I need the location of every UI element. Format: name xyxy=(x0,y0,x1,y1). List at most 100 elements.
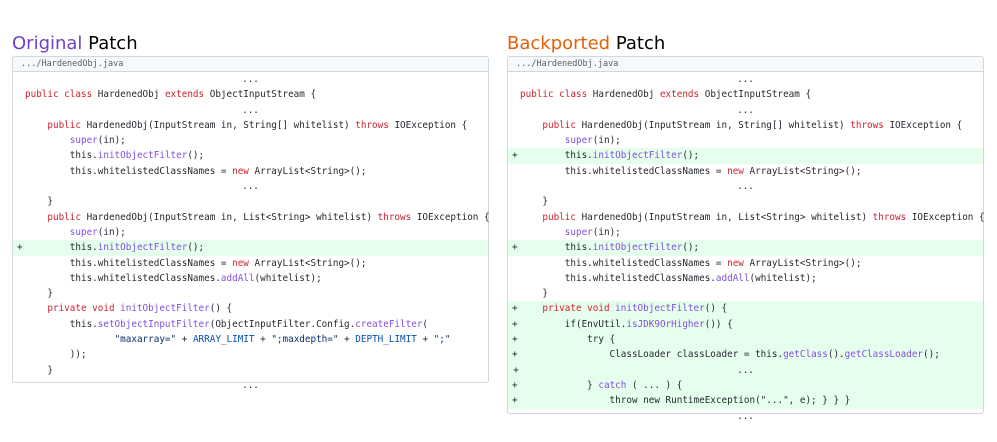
code-token: (); xyxy=(682,242,700,254)
code-text: } xyxy=(25,194,53,209)
code-text: this.setObjectInputFilter(ObjectInputFil… xyxy=(25,317,428,332)
collapsed-lines[interactable]: ... xyxy=(508,179,983,194)
code-text: public HardenedObj(InputStream in, List<… xyxy=(520,210,984,225)
code-token: "maxarray=" xyxy=(114,334,177,346)
diff-add-marker: + xyxy=(512,303,518,315)
code-token: this. xyxy=(520,150,593,162)
code-token: new xyxy=(727,165,744,177)
file-path-header[interactable]: .../HardenedObj.java xyxy=(508,57,983,72)
code-token: } xyxy=(25,364,53,376)
code-token: this. xyxy=(25,318,98,330)
code-token: getClass xyxy=(783,349,828,361)
code-token: ObjectInputStream { xyxy=(204,89,317,101)
code-token: (in); xyxy=(97,226,126,238)
added-code-line: + this.initObjectFilter(); xyxy=(13,240,488,256)
code-token: private void xyxy=(25,303,121,315)
code-token: ( xyxy=(422,318,429,330)
code-text: this.whitelistedClassNames = new ArrayLi… xyxy=(25,164,367,179)
code-text: ... xyxy=(737,74,754,85)
code-token: ( ... ) { xyxy=(626,379,683,391)
code-token: throw new RuntimeException("...", e); } … xyxy=(520,395,851,407)
code-token: HardenedObj(InputStream in, String[] whi… xyxy=(581,119,851,131)
code-line: } xyxy=(508,194,983,209)
diff-add-marker: + xyxy=(513,364,519,376)
code-text: this.initObjectFilter(); xyxy=(25,148,204,163)
code-text: ClassLoader classLoader = this.getClass(… xyxy=(520,347,940,362)
code-text: this.whitelistedClassNames = new ArrayLi… xyxy=(520,164,862,179)
code-token: setObjectInputFilter xyxy=(97,318,210,330)
added-code-line: + this.initObjectFilter(); xyxy=(508,240,983,256)
code-token: ArrayList<String>(); xyxy=(248,257,367,269)
code-text: try { xyxy=(520,332,615,347)
code-token: (in); xyxy=(97,135,126,147)
code-token: throws xyxy=(377,211,412,223)
collapsed-lines[interactable]: ... xyxy=(508,72,983,87)
code-token: IOException { xyxy=(411,211,490,223)
code-token: super xyxy=(69,135,98,147)
code-text: } catch ( ... ) { xyxy=(520,378,682,393)
file-path-header[interactable]: .../HardenedObj.java xyxy=(13,57,488,72)
code-line: this.whitelistedClassNames = new ArrayLi… xyxy=(13,164,488,179)
code-line: this.whitelistedClassNames = new ArrayLi… xyxy=(508,256,983,271)
code-lines: ...public class HardenedObj extends Obje… xyxy=(13,72,490,393)
code-text: this.whitelistedClassNames = new ArrayLi… xyxy=(25,256,367,271)
code-token xyxy=(25,334,115,345)
code-token: public class xyxy=(25,89,98,101)
code-token: ... xyxy=(242,104,259,116)
code-token: (); xyxy=(187,150,205,162)
code-token: super xyxy=(564,135,593,147)
original-patch-title: Original Patch xyxy=(12,32,138,56)
code-token: IOException { xyxy=(388,119,468,131)
code-token: initObjectFilter xyxy=(120,303,210,315)
code-line: public HardenedObj(InputStream in, Strin… xyxy=(13,118,488,133)
code-line: public class HardenedObj extends ObjectI… xyxy=(13,87,488,102)
code-token: HardenedObj xyxy=(97,89,165,101)
code-token: } xyxy=(25,196,53,208)
diff-add-marker: + xyxy=(512,395,518,407)
code-token: throws xyxy=(872,211,907,223)
code-token: HardenedObj(InputStream in, List<String>… xyxy=(86,211,378,223)
code-text: } xyxy=(520,194,548,209)
code-token: catch xyxy=(598,379,627,391)
code-token xyxy=(25,227,70,238)
code-token: + xyxy=(176,334,193,346)
code-token: if(EnvUtil. xyxy=(520,318,627,330)
code-token: (). xyxy=(827,349,845,361)
code-token: (whitelist); xyxy=(254,272,322,284)
code-token: this.whitelistedClassNames = xyxy=(25,257,233,269)
code-text: public class HardenedObj extends ObjectI… xyxy=(25,87,316,102)
collapsed-lines[interactable]: ... xyxy=(13,72,488,87)
code-line: } xyxy=(13,286,488,301)
code-text: this.initObjectFilter(); xyxy=(520,240,699,255)
code-text: throw new RuntimeException("...", e); } … xyxy=(520,393,851,408)
code-text: } xyxy=(25,286,53,301)
code-token: this. xyxy=(25,242,98,254)
collapsed-lines[interactable]: ... xyxy=(13,378,488,393)
collapsed-lines[interactable]: ... xyxy=(13,103,488,118)
code-text: public class HardenedObj extends ObjectI… xyxy=(520,87,811,102)
added-code-line: + try { xyxy=(508,332,983,348)
code-token: isJDK9OrHigher xyxy=(626,318,705,330)
code-token: HardenedObj(InputStream in, String[] whi… xyxy=(86,119,356,131)
code-line: } xyxy=(13,194,488,209)
collapsed-lines[interactable]: ... xyxy=(508,103,983,118)
code-line: this.whitelistedClassNames = new ArrayLi… xyxy=(13,256,488,271)
code-text: this.whitelistedClassNames = new ArrayLi… xyxy=(520,256,862,271)
code-token xyxy=(25,135,70,146)
code-token: } xyxy=(520,196,548,208)
code-token: public xyxy=(520,119,582,131)
code-token: (in); xyxy=(592,226,621,238)
added-code-line[interactable]: +... xyxy=(508,362,983,378)
collapsed-lines[interactable]: ... xyxy=(13,179,488,194)
code-token: + xyxy=(338,334,356,346)
code-line: )); xyxy=(13,347,488,362)
code-text: } xyxy=(520,286,548,301)
code-line: } xyxy=(508,286,983,301)
code-line: public class HardenedObj extends ObjectI… xyxy=(508,87,983,102)
code-text: ... xyxy=(737,105,754,116)
collapsed-lines[interactable]: ... xyxy=(508,409,983,424)
code-token: public xyxy=(520,211,582,223)
code-line: this.whitelistedClassNames.addAll(whitel… xyxy=(13,271,488,286)
code-line: private void initObjectFilter() { xyxy=(13,301,488,316)
code-text: if(EnvUtil.isJDK9OrHigher()) { xyxy=(520,317,733,332)
